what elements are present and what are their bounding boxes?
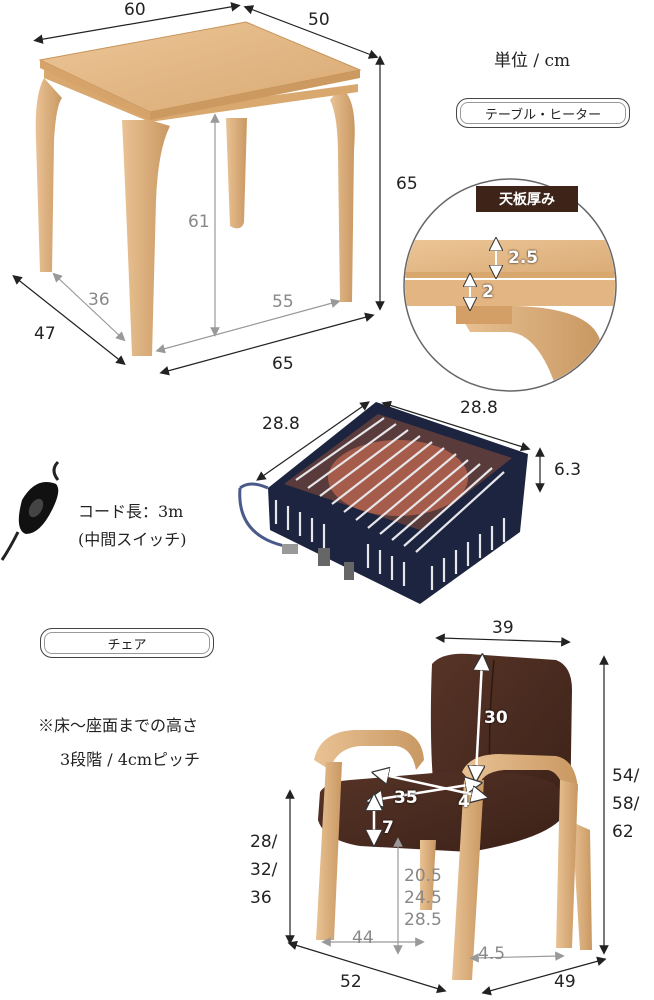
- chair-arm-height-1: 20.5: [404, 866, 442, 886]
- chair-arm-height-2: 24.5: [404, 888, 442, 908]
- heater-depth: 28.8: [460, 398, 498, 418]
- table-illustration: [35, 21, 362, 356]
- thickness-frame-value: 2: [482, 282, 494, 302]
- chair-overlay-arrows: [374, 662, 482, 838]
- table-leg-width: 65: [272, 354, 294, 374]
- table-top-width: 60: [124, 0, 146, 20]
- table-leg-depth: 47: [34, 324, 56, 344]
- chair-inner-width: 44: [352, 928, 374, 948]
- chair-back-width: 39: [492, 618, 514, 638]
- chair-seat-depth: 35: [394, 788, 418, 808]
- table-top-depth: 50: [308, 10, 330, 30]
- heater-height: 6.3: [554, 460, 582, 480]
- table-inner-height: 61: [188, 212, 210, 232]
- table-height: 65: [396, 174, 418, 194]
- heater-dimension-lines: [256, 400, 545, 493]
- chair-total-height-1: 54/: [612, 766, 640, 786]
- cord-length-text: コード長：3m: [78, 502, 184, 521]
- table-inner-dimension-lines: [52, 113, 341, 354]
- chair-cushion-height: 7: [382, 818, 394, 838]
- chair-seat-width: 4: [458, 792, 470, 812]
- chair-note-line2: 3段階 / 4cmピッチ: [60, 750, 201, 769]
- heater-width: 28.8: [262, 414, 300, 434]
- unit-label: 単位 / cm: [494, 51, 571, 71]
- table-inner-depth: 36: [88, 290, 110, 310]
- chair-dimension-lines: [285, 633, 609, 996]
- thickness-detail: [403, 178, 617, 392]
- thickness-tag: 天板厚み: [476, 186, 578, 212]
- chair-seat-height-1: 28/: [250, 832, 278, 852]
- table-heater-section-label: テーブル・ヒーター: [456, 98, 630, 128]
- thickness-top-value: 2.5: [508, 248, 539, 268]
- chair-leg-gap: 4.5: [478, 944, 506, 964]
- chair-seat-height-2: 32/: [250, 860, 278, 880]
- chair-depth: 49: [554, 972, 576, 992]
- chair-width: 52: [340, 972, 362, 992]
- cord-switch-illustration: [0, 460, 60, 561]
- chair-section-label: チェア: [40, 628, 214, 658]
- table-inner-width: 55: [272, 292, 294, 312]
- chair-back-height: 30: [484, 708, 508, 728]
- chair-total-height-2: 58/: [612, 794, 640, 814]
- chair-arm-height-3: 28.5: [404, 910, 442, 930]
- chair-seat-height-3: 36: [250, 888, 272, 908]
- chair-total-height-3: 62: [612, 822, 634, 842]
- switch-text: (中間スイッチ): [78, 530, 187, 549]
- chair-note-line1: ※床～座面までの高さ: [38, 716, 199, 735]
